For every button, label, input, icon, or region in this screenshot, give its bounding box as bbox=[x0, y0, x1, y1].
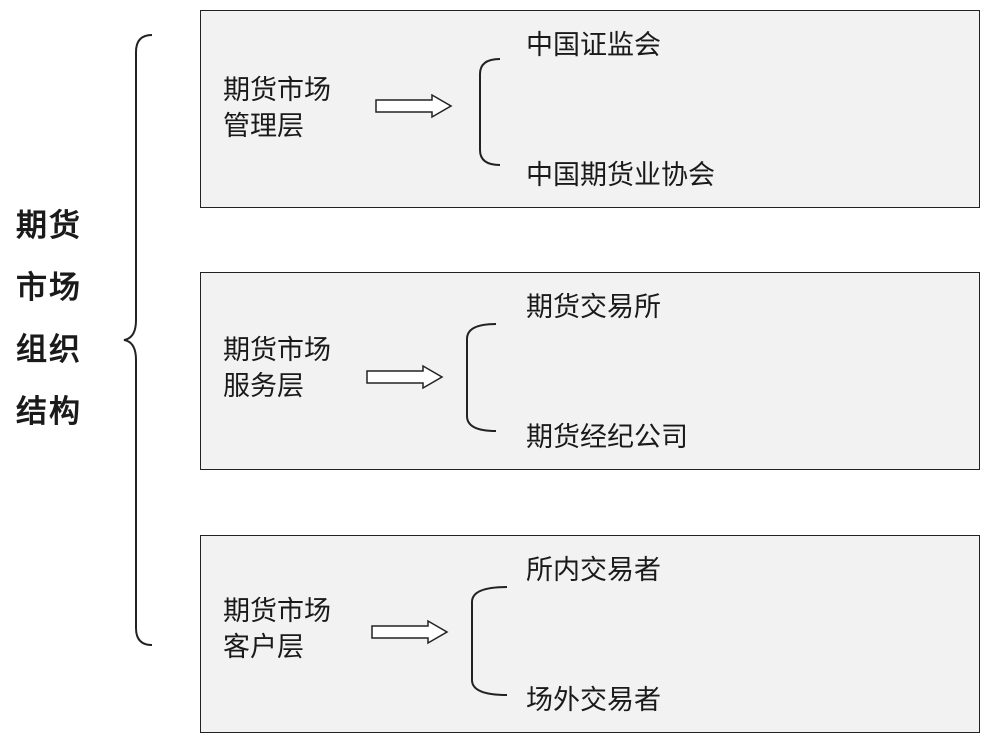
arrow-icon bbox=[371, 619, 449, 645]
branch-bracket bbox=[479, 58, 501, 166]
diagram-title: 期货 市场 组织 结构 bbox=[16, 195, 86, 443]
layer-panel-service: 期货市场 服务层 期货交易所 期货经纪公司 bbox=[200, 272, 980, 470]
title-line: 结构 bbox=[16, 394, 82, 430]
layer-item: 所内交易者 bbox=[526, 555, 661, 586]
layer-title: 期货市场 服务层 bbox=[223, 333, 331, 405]
layer-title-line: 期货市场 bbox=[223, 75, 331, 106]
main-brace bbox=[123, 34, 153, 646]
branch-bracket bbox=[471, 586, 508, 696]
title-line: 组织 bbox=[16, 332, 82, 368]
layer-item: 中国期货业协会 bbox=[526, 160, 715, 191]
layer-item: 中国证监会 bbox=[526, 30, 661, 61]
arrow-icon bbox=[375, 93, 453, 119]
layer-panel-client: 期货市场 客户层 所内交易者 场外交易者 bbox=[200, 535, 980, 733]
layer-title-line: 客户层 bbox=[223, 632, 304, 663]
layer-title: 期货市场 客户层 bbox=[223, 594, 331, 666]
layer-title-line: 期货市场 bbox=[223, 335, 331, 366]
layer-title-line: 服务层 bbox=[223, 371, 304, 402]
layer-title-line: 管理层 bbox=[223, 111, 304, 142]
title-line: 市场 bbox=[16, 270, 82, 306]
layer-title-line: 期货市场 bbox=[223, 596, 331, 627]
layer-title: 期货市场 管理层 bbox=[223, 73, 331, 145]
layer-item: 场外交易者 bbox=[526, 685, 661, 716]
arrow-icon bbox=[366, 364, 444, 390]
layer-panel-management: 期货市场 管理层 中国证监会 中国期货业协会 bbox=[200, 10, 980, 208]
title-line: 期货 bbox=[16, 208, 82, 244]
layer-item: 期货经纪公司 bbox=[526, 422, 688, 453]
branch-bracket bbox=[466, 323, 497, 432]
layer-item: 期货交易所 bbox=[526, 292, 661, 323]
